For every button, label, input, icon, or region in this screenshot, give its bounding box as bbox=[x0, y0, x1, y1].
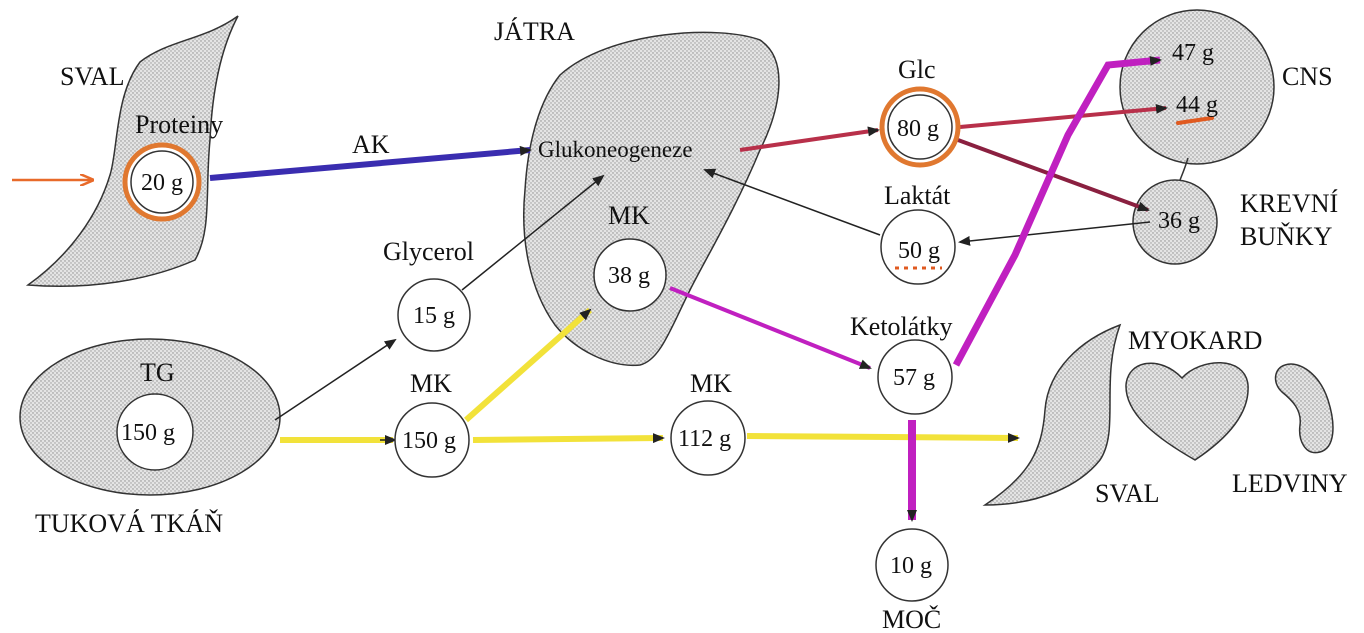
muscle-shape-bottom bbox=[985, 325, 1120, 505]
laktat-label: Laktát bbox=[884, 181, 951, 210]
mk-fat-value: 150 g bbox=[402, 428, 456, 454]
mk-liver-value: 38 g bbox=[608, 263, 650, 289]
cns-label: CNS bbox=[1282, 62, 1333, 91]
tg-value: 150 g bbox=[121, 420, 175, 446]
kidney-shape bbox=[1276, 364, 1333, 453]
tukova-tkan-label: TUKOVÁ TKÁŇ bbox=[35, 509, 223, 538]
blood-cells-to-lactate-arrow bbox=[960, 222, 1150, 242]
cns-bottom-value: 44 g bbox=[1176, 92, 1218, 118]
glc-value: 80 g bbox=[897, 116, 939, 142]
ledviny-label: LEDVINY bbox=[1232, 469, 1348, 498]
tg-label: TG bbox=[140, 358, 175, 387]
heart-shape bbox=[1126, 363, 1248, 460]
moc-label: MOČ bbox=[882, 605, 941, 633]
gluconeogenesis-label: Glukoneogeneze bbox=[538, 137, 693, 162]
mk-mid-value: 112 g bbox=[678, 426, 731, 452]
krevni-label-line2: BUŇKY bbox=[1240, 222, 1333, 251]
sval-top-label: SVAL bbox=[60, 62, 125, 91]
glc-label: Glc bbox=[898, 55, 936, 84]
tg-to-glycerol-arrow bbox=[275, 340, 395, 420]
ketolatky-label: Ketolátky bbox=[850, 312, 953, 341]
mk112-to-muscle-arrow bbox=[747, 436, 1018, 438]
krevni-label-line1: KREVNÍ bbox=[1240, 189, 1338, 218]
mk-liver-label: MK bbox=[608, 201, 650, 230]
mk-fat-label: MK bbox=[410, 369, 452, 398]
mk-mid-label: MK bbox=[690, 369, 732, 398]
mk-to-liver-arrow bbox=[466, 310, 590, 420]
ketolatky-value: 57 g bbox=[893, 365, 935, 391]
sval-bottom-label: SVAL bbox=[1095, 479, 1160, 508]
laktat-value: 50 g bbox=[898, 238, 940, 264]
glycerol-label: Glycerol bbox=[383, 237, 474, 266]
liver-mk-to-ketones-arrow bbox=[670, 288, 870, 368]
cns-top-value: 47 g bbox=[1172, 40, 1214, 66]
jatra-label: JÁTRA bbox=[494, 17, 575, 46]
proteiny-value: 20 g bbox=[141, 170, 183, 196]
mk150-to-mk112-arrow bbox=[473, 438, 663, 440]
ak-label: AK bbox=[352, 130, 390, 159]
moc-value: 10 g bbox=[890, 553, 932, 579]
muscle-shape-top bbox=[28, 16, 238, 286]
glycerol-value: 15 g bbox=[413, 303, 455, 329]
krevni-value: 36 g bbox=[1158, 208, 1200, 234]
cns-shape bbox=[1120, 10, 1274, 164]
proteiny-label: Proteiny bbox=[135, 110, 223, 139]
myokard-label: MYOKARD bbox=[1128, 326, 1262, 355]
